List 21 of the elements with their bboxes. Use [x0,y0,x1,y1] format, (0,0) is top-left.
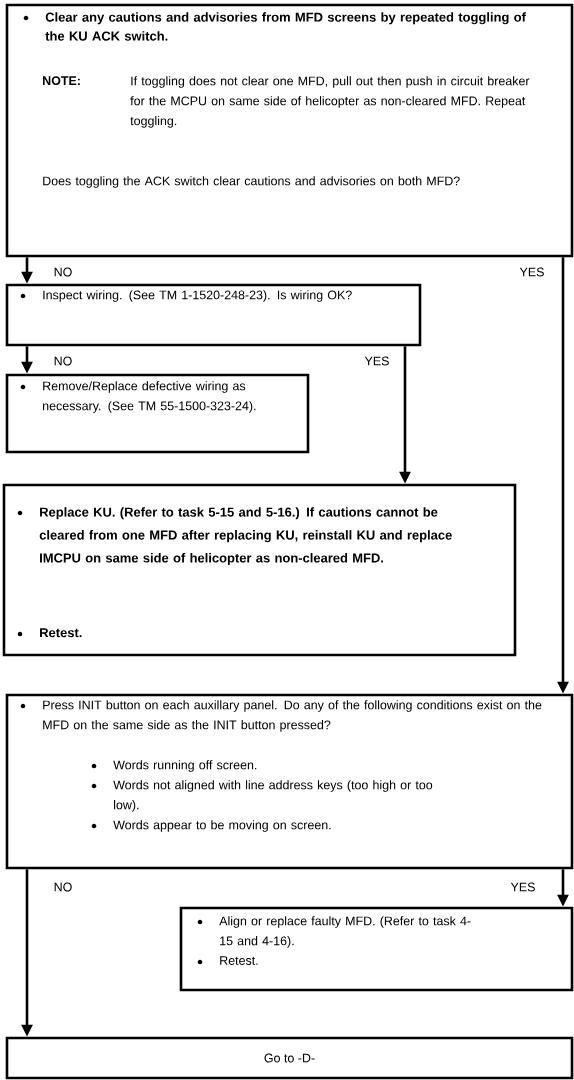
edge-label: YES [509,881,537,893]
edge-label: YES [518,266,546,278]
step-text: Retest. [220,956,258,965]
step-text: Inspect wiring. (See TM 1-1520-248-23). Is wiring OK? [43,290,352,302]
step-text: Words not aligned with line address keys (too high or too low). [113,780,433,812]
edge-label: YES [363,355,391,367]
step-text: Remove/Replace defective wiring as necessary. (See TM 55-1500-323-24). [43,381,256,413]
step-text: Words running off screen. [113,760,257,772]
step-text: Words appear to be moving on screen. [113,820,331,832]
step-text: Align or replace faulty MFD. (Refer to task 4-15 and 4-16). [219,916,471,948]
step-text: Press INIT button on each auxillary panel. Do any of the following conditions exist on the MFD on the same side as the INIT button pressed? [43,700,542,732]
edge-label: NO [52,881,74,893]
step-text: Clear any cautions and advisories from MFD screens by repeated toggling of the KU ACK switch. [45,12,526,41]
step-text: Retest. [40,628,82,638]
step-text: NOTE: [43,76,80,86]
step-text: Does toggling the ACK switch clear cautions and advisories on both MFD? [43,176,460,188]
step-text: If toggling does not clear one MFD, pull out then push in circuit breaker for the MCPU on same side of helicopter as non-cleared MFD. Repeat toggling. [130,76,530,128]
step-text: Replace KU. (Refer to task 5-15 and 5-16.) If cautions cannot be cleared from one MFD after replacing KU, reinstall KU and replace IMCPU on same side of helicopter as non-cleared MFD. [39,507,452,566]
edge-label: NO [52,266,74,278]
edge-label: NO [52,355,74,367]
step-text: Go to -D- [264,1053,315,1063]
